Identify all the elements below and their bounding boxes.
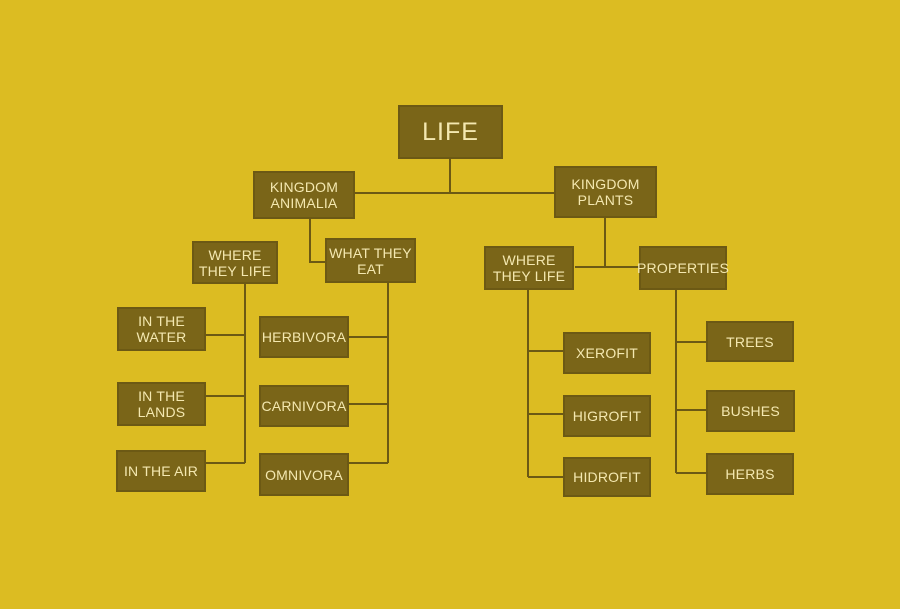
node-properties: PROPERTIES — [637, 246, 729, 290]
node-omnivora: OMNIVORA — [259, 453, 349, 496]
node-bushes: BUSHES — [706, 390, 795, 432]
node-animal-where-they-life: WHERE THEY LIFE — [192, 241, 278, 284]
node-higrofit: HIGROFIT — [563, 395, 651, 437]
connector-animal-eat-children — [349, 283, 389, 464]
node-animal-what-they-eat: WHAT THEY EAT — [325, 238, 416, 283]
node-kingdom-plants: KINGDOM PLANTS — [554, 166, 657, 218]
node-life: LIFE — [398, 105, 503, 159]
node-trees: TREES — [706, 321, 794, 362]
connector-plant-where-children — [527, 290, 563, 478]
node-carnivora: CARNIVORA — [259, 385, 349, 427]
node-herbs: HERBS — [706, 453, 794, 495]
node-in-the-air: IN THE AIR — [116, 450, 206, 492]
node-in-the-lands: IN THE LANDS — [117, 382, 206, 426]
node-hidrofit: HIDROFIT — [563, 457, 651, 497]
connector-properties-children — [675, 290, 706, 474]
connector-plants-subgroups — [575, 218, 640, 268]
node-kingdom-animalia: KINGDOM ANIMALIA — [253, 171, 355, 219]
node-in-the-water: IN THE WATER — [117, 307, 206, 351]
node-plant-where-they-life: WHERE THEY LIFE — [484, 246, 574, 290]
node-herbivora: HERBIVORA — [259, 316, 349, 358]
node-xerofit: XEROFIT — [563, 332, 651, 374]
connector-animalia-subgroups — [309, 219, 325, 263]
connector-animal-where-children — [206, 283, 246, 464]
connector-life-kingdoms — [355, 158, 555, 194]
